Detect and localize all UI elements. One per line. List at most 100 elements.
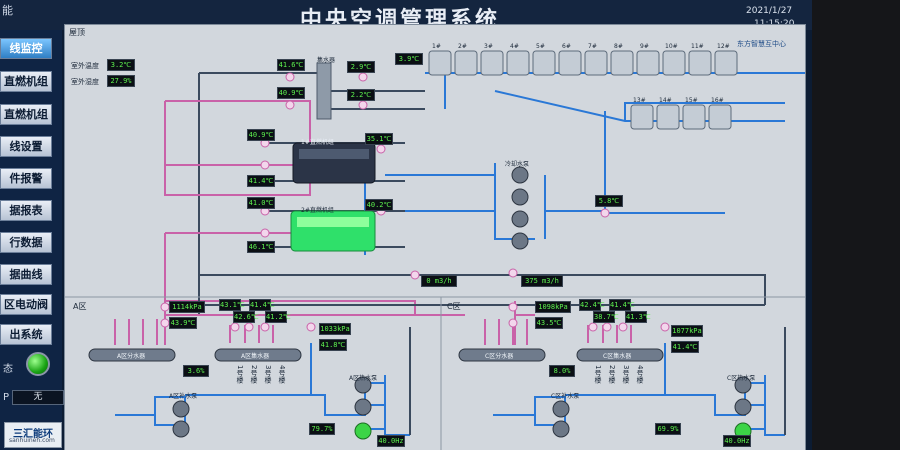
zone-a-hot-pump-3[interactable] — [354, 422, 372, 440]
zone-c-temp-1: 43.5℃ — [535, 317, 563, 329]
flow-375: 375 m3/h — [521, 275, 563, 287]
zone-c-temp-3: 38.7℃ — [593, 311, 619, 323]
zone-a-temp-2: 43.1℃ — [219, 299, 245, 311]
status-lamp — [26, 352, 50, 376]
zone-c-valve-pct-2: 69.9% — [655, 423, 681, 435]
tower-label-14: 14# — [659, 97, 672, 104]
date-display: 2021/1/27 — [746, 6, 793, 16]
zone-c-branch-4: 4号楼 — [636, 365, 644, 384]
sensor-points — [160, 72, 670, 332]
nav-chiller-2[interactable]: 直燃机组 — [0, 104, 52, 125]
zone-c-temp-5: 41.3℃ — [625, 311, 651, 323]
tower-label-4: 4# — [510, 43, 519, 50]
zone-c-temp-4: 41.4℃ — [609, 299, 635, 311]
zone-a-supply-pump-1[interactable] — [172, 400, 190, 418]
manifold — [316, 62, 332, 120]
temp-5-8: 5.8℃ — [595, 195, 623, 207]
tower-label-1: 1# — [432, 43, 441, 50]
zone-c-pressure-1: 1098kPa — [535, 301, 571, 313]
zone-a-collector-label: A区集水器 — [241, 353, 270, 360]
nav-exit[interactable]: 出系统 — [0, 324, 52, 345]
cooling-pump-2[interactable] — [511, 188, 529, 206]
logo-name: 三汇能环 — [13, 429, 53, 440]
chiller-1-label: 1#直燃机组 — [301, 139, 334, 146]
zone-a-hot-pump-2[interactable] — [354, 398, 372, 416]
nav-run-data[interactable]: 行数据 — [0, 232, 52, 253]
zone-a-hot-pump-label: A区热水泵 — [349, 375, 378, 382]
company-label: 东方智慧互中心 — [737, 40, 786, 48]
cooling-towers-top — [428, 50, 738, 76]
tower-label-11: 11# — [691, 43, 704, 50]
temp-41-4: 41.4℃ — [247, 175, 275, 187]
pump-group-label: 冷却水泵 — [505, 161, 530, 168]
zone-c-hot-pump-label: C区热水泵 — [727, 375, 756, 382]
tower-label-12: 12# — [717, 43, 730, 50]
zone-c-hot-pump-1[interactable] — [734, 376, 752, 394]
tower-label-8: 8# — [614, 43, 623, 50]
zone-c-supply-pump-2[interactable] — [552, 420, 570, 438]
zone-a-supply-pump-2[interactable] — [172, 420, 190, 438]
zone-a-temp-4: 41.4℃ — [249, 299, 275, 311]
zone-a-branch-3: 3号楼 — [264, 365, 272, 384]
zone-c-temp-2: 42.4℃ — [579, 299, 605, 311]
cooling-towers-bottom — [630, 104, 732, 130]
cooling-pump-4[interactable] — [511, 232, 529, 250]
temp-46-1: 46.1℃ — [247, 241, 275, 253]
zone-c-valve-pct: 8.0% — [549, 365, 575, 377]
nav-curves[interactable]: 据曲线 — [0, 264, 52, 285]
temp-41-6: 41.6℃ — [277, 59, 305, 71]
zone-a-pump-hz: 40.0Hz — [377, 435, 405, 447]
zone-a-supply-pump-label: A区补水泵 — [169, 393, 198, 400]
zone-a-collector — [214, 348, 302, 362]
cooling-pump-3[interactable] — [511, 210, 529, 228]
corner-label: 能 — [2, 4, 13, 17]
flow-0: 0 m3/h — [421, 275, 457, 287]
temp-3-9: 3.9℃ — [395, 53, 423, 65]
zone-c-branch-1: 1号楼 — [594, 365, 602, 384]
zone-c-hot-pump-2[interactable] — [734, 398, 752, 416]
zone-a-temp-6: 41.8℃ — [319, 339, 347, 351]
zone-c-temp-6: 41.4℃ — [671, 341, 699, 353]
zone-a-valve-pct-2: 79.7% — [309, 423, 335, 435]
tower-label-9: 9# — [640, 43, 649, 50]
nav-settings[interactable]: 线设置 — [0, 136, 52, 157]
company-logo: 三汇能环 sanhuineh.com — [4, 422, 62, 448]
sidebar: 线监控 直燃机组 直燃机组 线设置 件报警 据报表 行数据 据曲线 区电动阀 出… — [0, 30, 62, 450]
nav-alarms[interactable]: 件报警 — [0, 168, 52, 189]
zone-a-valve-pct: 3.6% — [183, 365, 209, 377]
temp-40-9-b: 40.9℃ — [247, 129, 275, 141]
zone-c-collector-label: C区集水器 — [603, 353, 632, 360]
zone-c-supply-pump-1[interactable] — [552, 400, 570, 418]
tower-label-15: 15# — [685, 97, 698, 104]
tower-label-16: 16# — [711, 97, 724, 104]
outdoor-temp-value: 3.2℃ — [107, 59, 135, 71]
pipe-diagram — [65, 50, 805, 450]
p-value: 无 — [12, 390, 64, 405]
outdoor-hum-label: 室外湿度 — [71, 78, 99, 86]
screen: 能 中央空调管理系统 2021/1/27 11:15:20 线监控 直燃机组 直… — [0, 0, 812, 450]
tower-label-5: 5# — [536, 43, 545, 50]
temp-2-9: 2.9℃ — [347, 61, 375, 73]
temp-2-2: 2.2℃ — [347, 89, 375, 101]
logo-url: sanhuineh.com — [9, 437, 55, 444]
zone-a-branch-4: 4号楼 — [278, 365, 286, 384]
nav-valves[interactable]: 区电动阀 — [0, 294, 52, 315]
zone-a-hot-pump-1[interactable] — [354, 376, 372, 394]
outdoor-hum-value: 27.9% — [107, 75, 135, 87]
temp-35-1: 35.1℃ — [365, 133, 393, 145]
zone-a-label: A区 — [73, 302, 87, 311]
nav-chiller-1[interactable]: 直燃机组 — [0, 71, 52, 92]
nav-reports[interactable]: 据报表 — [0, 200, 52, 221]
chiller-2-label: 2#直燃机组 — [301, 207, 334, 214]
temp-40-9: 40.9℃ — [277, 87, 305, 99]
temp-41-0: 41.0℃ — [247, 197, 275, 209]
zone-a-splitter — [88, 348, 176, 362]
zone-a-splitter-label: A区分水器 — [117, 353, 146, 360]
nav-online-monitor[interactable]: 线监控 — [0, 38, 52, 59]
tower-label-6: 6# — [562, 43, 571, 50]
process-diagram: 屋顶 东方智慧互中心 室外温度 3.2℃ 室外湿度 27.9% 集水器 41.6… — [64, 24, 806, 450]
tower-label-13: 13# — [633, 97, 646, 104]
tower-label-3: 3# — [484, 43, 493, 50]
zone-c-pressure-2: 1077kPa — [671, 325, 703, 337]
cooling-pump-1[interactable] — [511, 166, 529, 184]
